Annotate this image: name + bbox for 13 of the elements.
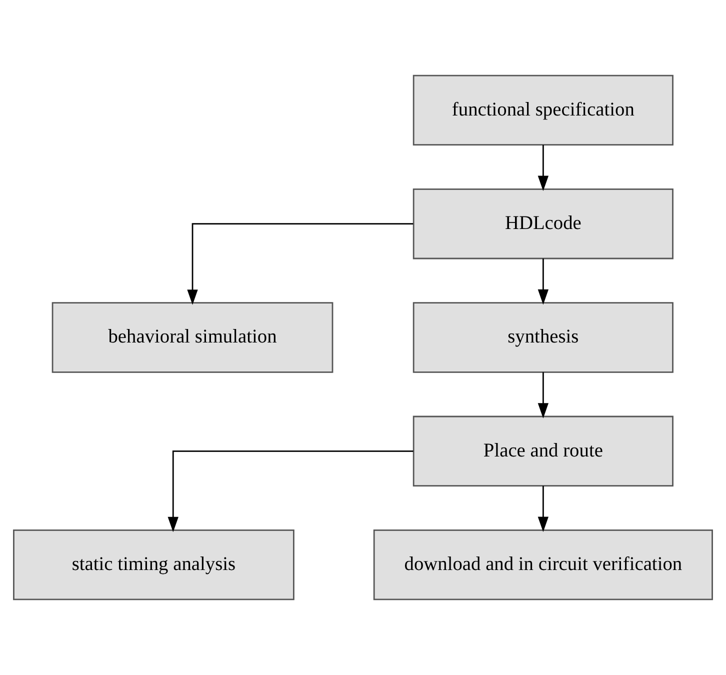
node-box: Place and route (412, 416, 674, 486)
arrow (538, 486, 549, 532)
arrow (538, 372, 549, 418)
arrow (538, 258, 549, 305)
node-box: static timing analysis (13, 529, 294, 600)
arrow (168, 450, 414, 532)
node-box: synthesis (412, 302, 674, 373)
node-box: functional specification (412, 74, 674, 146)
arrow (187, 223, 414, 305)
node-box: HDLcode (412, 188, 674, 260)
node-box: behavioral simulation (52, 302, 334, 373)
node-box: download and in circuit verification (373, 529, 713, 600)
arrow (538, 144, 549, 192)
